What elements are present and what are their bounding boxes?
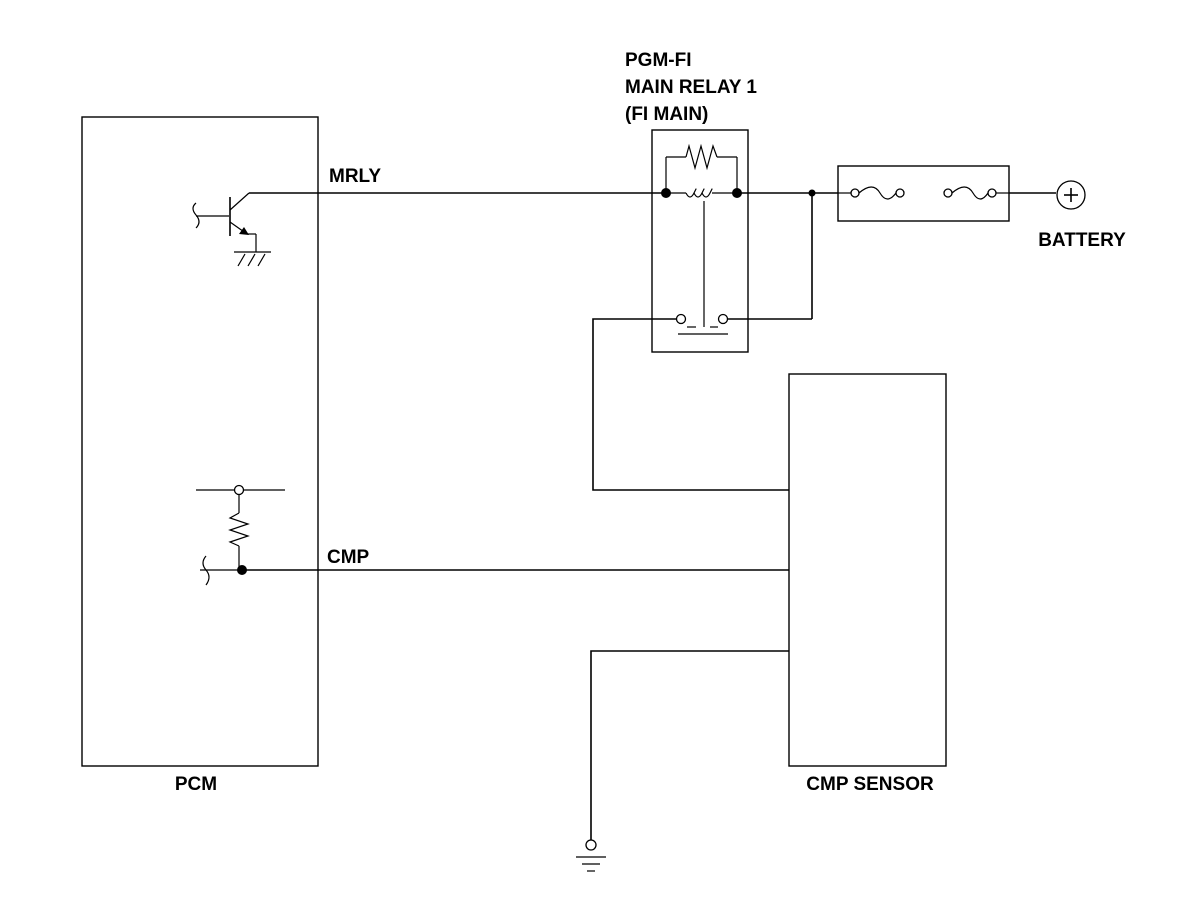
- ground-icon: [576, 839, 606, 872]
- pcm-box: [81, 116, 319, 767]
- relay-coil: [661, 143, 742, 327]
- cmp-label: CMP: [327, 547, 370, 568]
- pcm-label: PCM: [175, 774, 217, 795]
- transistor-symbol: [192, 192, 271, 267]
- relay-switch: [675, 313, 729, 335]
- sensor-power-wire: [592, 318, 789, 491]
- mrly-label: MRLY: [329, 166, 381, 187]
- cmp-sensor-label: CMP SENSOR: [806, 774, 934, 795]
- ground-wire: [590, 650, 789, 840]
- relay-label-line1: PGM-FI: [625, 50, 692, 71]
- relay-label-line3: (FI MAIN): [625, 104, 708, 125]
- relay-label-line2: MAIN RELAY 1: [625, 77, 757, 98]
- cmp-sensor-box: [788, 373, 947, 767]
- main-relay-box: [651, 129, 749, 353]
- battery-label: BATTERY: [1038, 230, 1126, 251]
- fuse-symbols: [838, 186, 1009, 200]
- battery-plus-icon: [1056, 180, 1086, 210]
- fuse-box: [837, 165, 1010, 222]
